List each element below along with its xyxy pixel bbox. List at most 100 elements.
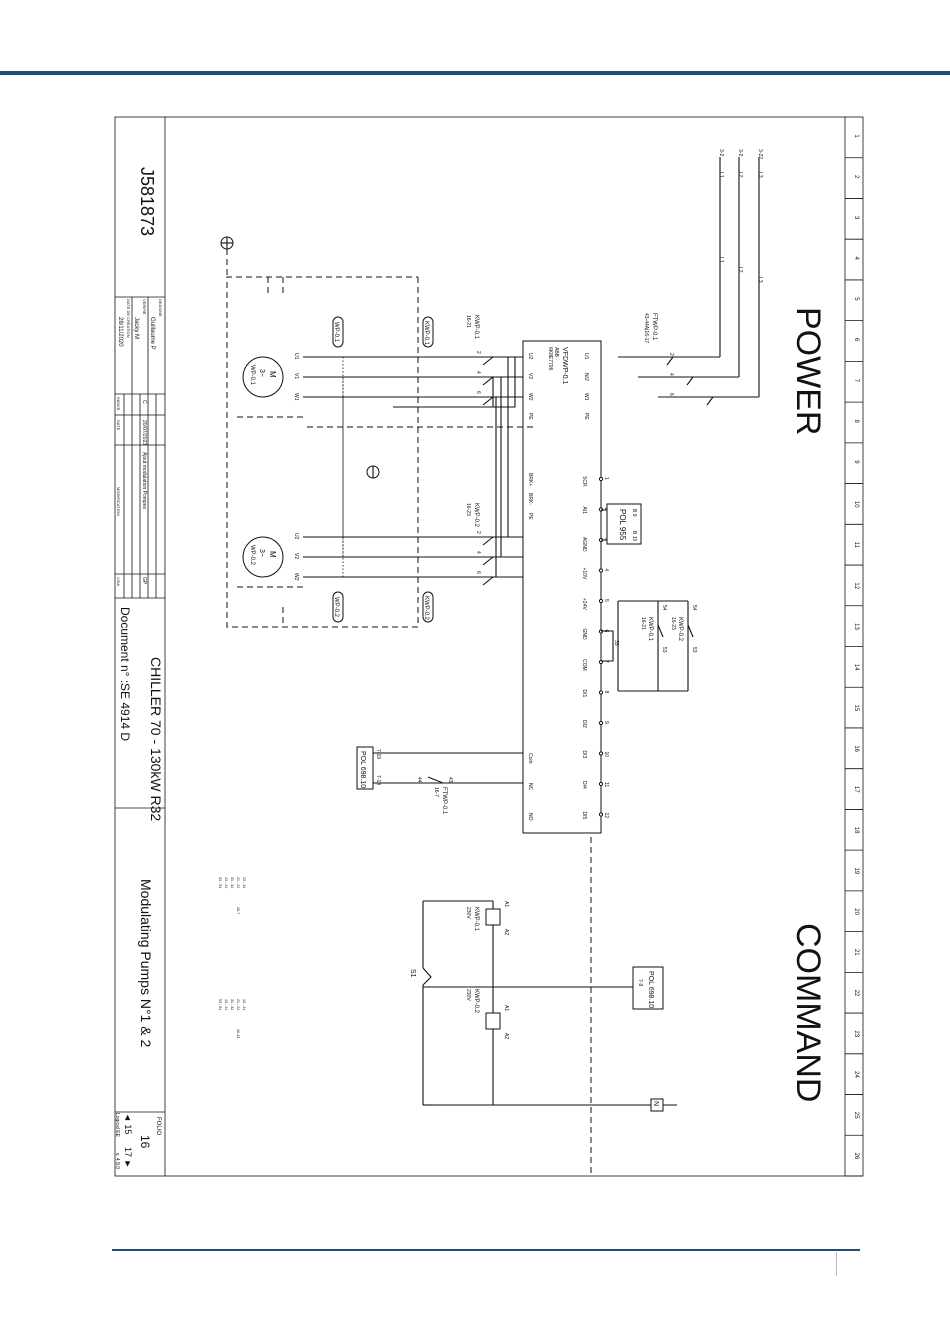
drawn-by: Guillaume P	[149, 317, 155, 350]
svg-text:6: 6	[475, 391, 481, 394]
contact-table-row: 13 - 14	[242, 999, 246, 1010]
terminal-label: DI1	[581, 690, 587, 698]
svg-text:44: 44	[416, 777, 422, 783]
terminal-dot	[598, 751, 604, 756]
svg-text:A2: A2	[503, 1033, 509, 1039]
svg-text:2: 2	[475, 531, 481, 534]
terminal-dot	[598, 476, 604, 482]
column-number: 19	[853, 868, 859, 875]
svg-text:WP-0.1: WP-0.1	[249, 365, 255, 386]
column-number: 13	[853, 623, 859, 630]
svg-text:6: 6	[668, 393, 674, 396]
breaker-ftwp: FTWP-0.1 43-44A|16-17 2 4 6	[643, 313, 714, 406]
svg-text:M: M	[268, 551, 277, 558]
column-number: 17	[853, 786, 859, 793]
column-number: 21	[853, 949, 859, 956]
terminal-dot	[598, 690, 604, 695]
motor-terminals-1: U1 V1 W1	[293, 353, 299, 401]
svg-text:2: 2	[475, 351, 481, 354]
vfd-box	[522, 340, 602, 834]
contact-table-row: 21 - 22	[236, 999, 240, 1010]
column-number: 22	[853, 990, 859, 997]
svg-text:KWP-0.1: KWP-0.1	[647, 617, 653, 642]
terminal-label: GND	[581, 629, 587, 641]
svg-text:KWP-0.2: KWP-0.2	[473, 989, 479, 1014]
vfd-inputs: U1 N/2 W1 PE	[583, 353, 589, 420]
svg-text:KWP-0.1: KWP-0.1	[473, 907, 479, 932]
terminal-label: AI1	[581, 507, 587, 515]
ftwp-aux-contact: FTWP-0.1 16-7 43 44	[416, 776, 453, 815]
terminal-label: DI5	[581, 812, 587, 820]
svg-text:3-2: 3-2	[718, 149, 724, 156]
document-number: SE 4914 D	[118, 683, 132, 741]
svg-text:A1: A1	[503, 1005, 509, 1011]
terminal-number: 2	[603, 508, 609, 511]
svg-text:230V: 230V	[465, 989, 471, 1001]
contactor-kwp-0-2: KWP-0.2 16-23 2 4 6	[465, 503, 494, 586]
svg-text:4: 4	[475, 551, 481, 554]
contact-table-row: 21 - 22	[236, 877, 240, 888]
svg-text:54: 54	[691, 605, 697, 611]
svg-text:54: 54	[661, 605, 667, 611]
footer-marker	[836, 1252, 837, 1276]
vfd-brand: ABB	[553, 347, 559, 358]
svg-text:S1: S1	[409, 969, 416, 978]
svg-text:V2: V2	[527, 373, 533, 379]
folio-label: FOLIO	[155, 1117, 161, 1135]
created-date: 28/11/2020	[117, 317, 123, 347]
svg-text:53: 53	[661, 647, 667, 653]
svg-text:U1: U1	[293, 353, 299, 360]
contact-table-row: 31 - 32	[230, 999, 234, 1010]
svg-text:M: M	[268, 371, 277, 378]
svg-text:3-22: 3-22	[757, 149, 763, 159]
contact-table-row: 43 - 44	[224, 999, 228, 1010]
svg-text:W1: W1	[583, 393, 589, 401]
section-power: POWER	[789, 307, 827, 435]
terminal-number: 9	[603, 721, 609, 724]
prev-folio: ◄ 15	[123, 1113, 133, 1134]
column-number: 6	[853, 338, 859, 342]
di1-contacts: KWP-0.1 16-21 KWP-0.2 16-23 54 53 54 53 …	[601, 600, 697, 692]
svg-text:WP-0.2: WP-0.2	[249, 545, 255, 566]
tag-wp-0-2-label: WP-0.2	[333, 597, 339, 618]
verified-by: Jacky M	[133, 317, 139, 339]
column-number: 16	[853, 745, 859, 752]
svg-text:43-44A|16-17: 43-44A|16-17	[643, 313, 649, 343]
drawn-label: DESSINÉ	[158, 299, 163, 317]
column-number: 1	[853, 134, 859, 138]
col-modification: MODIFICATION	[116, 487, 121, 516]
pol-698-b-pin: 7-9	[637, 979, 643, 986]
svg-text:BRK+: BRK+	[527, 473, 533, 486]
pol-698-a-label: POL 698.10	[359, 751, 366, 788]
terminal-number: 8	[603, 691, 609, 694]
pol-698-a-pin-1: 7-19	[375, 749, 381, 759]
contactor-kwp-0-1: KWP-0.1 16-21 2 4 6	[465, 315, 494, 406]
svg-text:16-21: 16-21	[640, 617, 646, 630]
column-number: 15	[853, 705, 859, 712]
pol-698-a-pin-2: 7-18	[375, 775, 381, 785]
col-index: INDICE	[116, 397, 121, 411]
column-number: 4	[853, 257, 859, 261]
svg-text:U2: U2	[293, 533, 299, 540]
svg-text:L1: L1	[718, 172, 724, 178]
svg-text:L1: L1	[718, 257, 724, 263]
svg-text:2: 2	[668, 353, 674, 356]
tag-wp-0-2	[332, 591, 344, 623]
terminal-dot	[598, 598, 604, 604]
pe-shield-loop	[226, 276, 419, 628]
col-visa: VISA	[116, 577, 121, 586]
svg-text:A2: A2	[503, 929, 509, 935]
terminal-number: 1	[603, 477, 609, 480]
coil-kwp-0-2: KWP-0.2 230V A1 A2	[465, 989, 509, 1039]
column-number: 5	[853, 297, 859, 301]
svg-text:W1: W1	[293, 393, 299, 401]
contact-table-row: 13 - 14	[242, 877, 246, 888]
svg-text:PE: PE	[583, 413, 589, 420]
column-number: 11	[853, 542, 859, 549]
terminal-dot	[598, 781, 604, 787]
svg-text:16-23: 16-23	[670, 617, 676, 630]
svg-text:FTWP-0.1: FTWP-0.1	[441, 787, 447, 815]
svg-text:BRK-: BRK-	[527, 493, 533, 505]
